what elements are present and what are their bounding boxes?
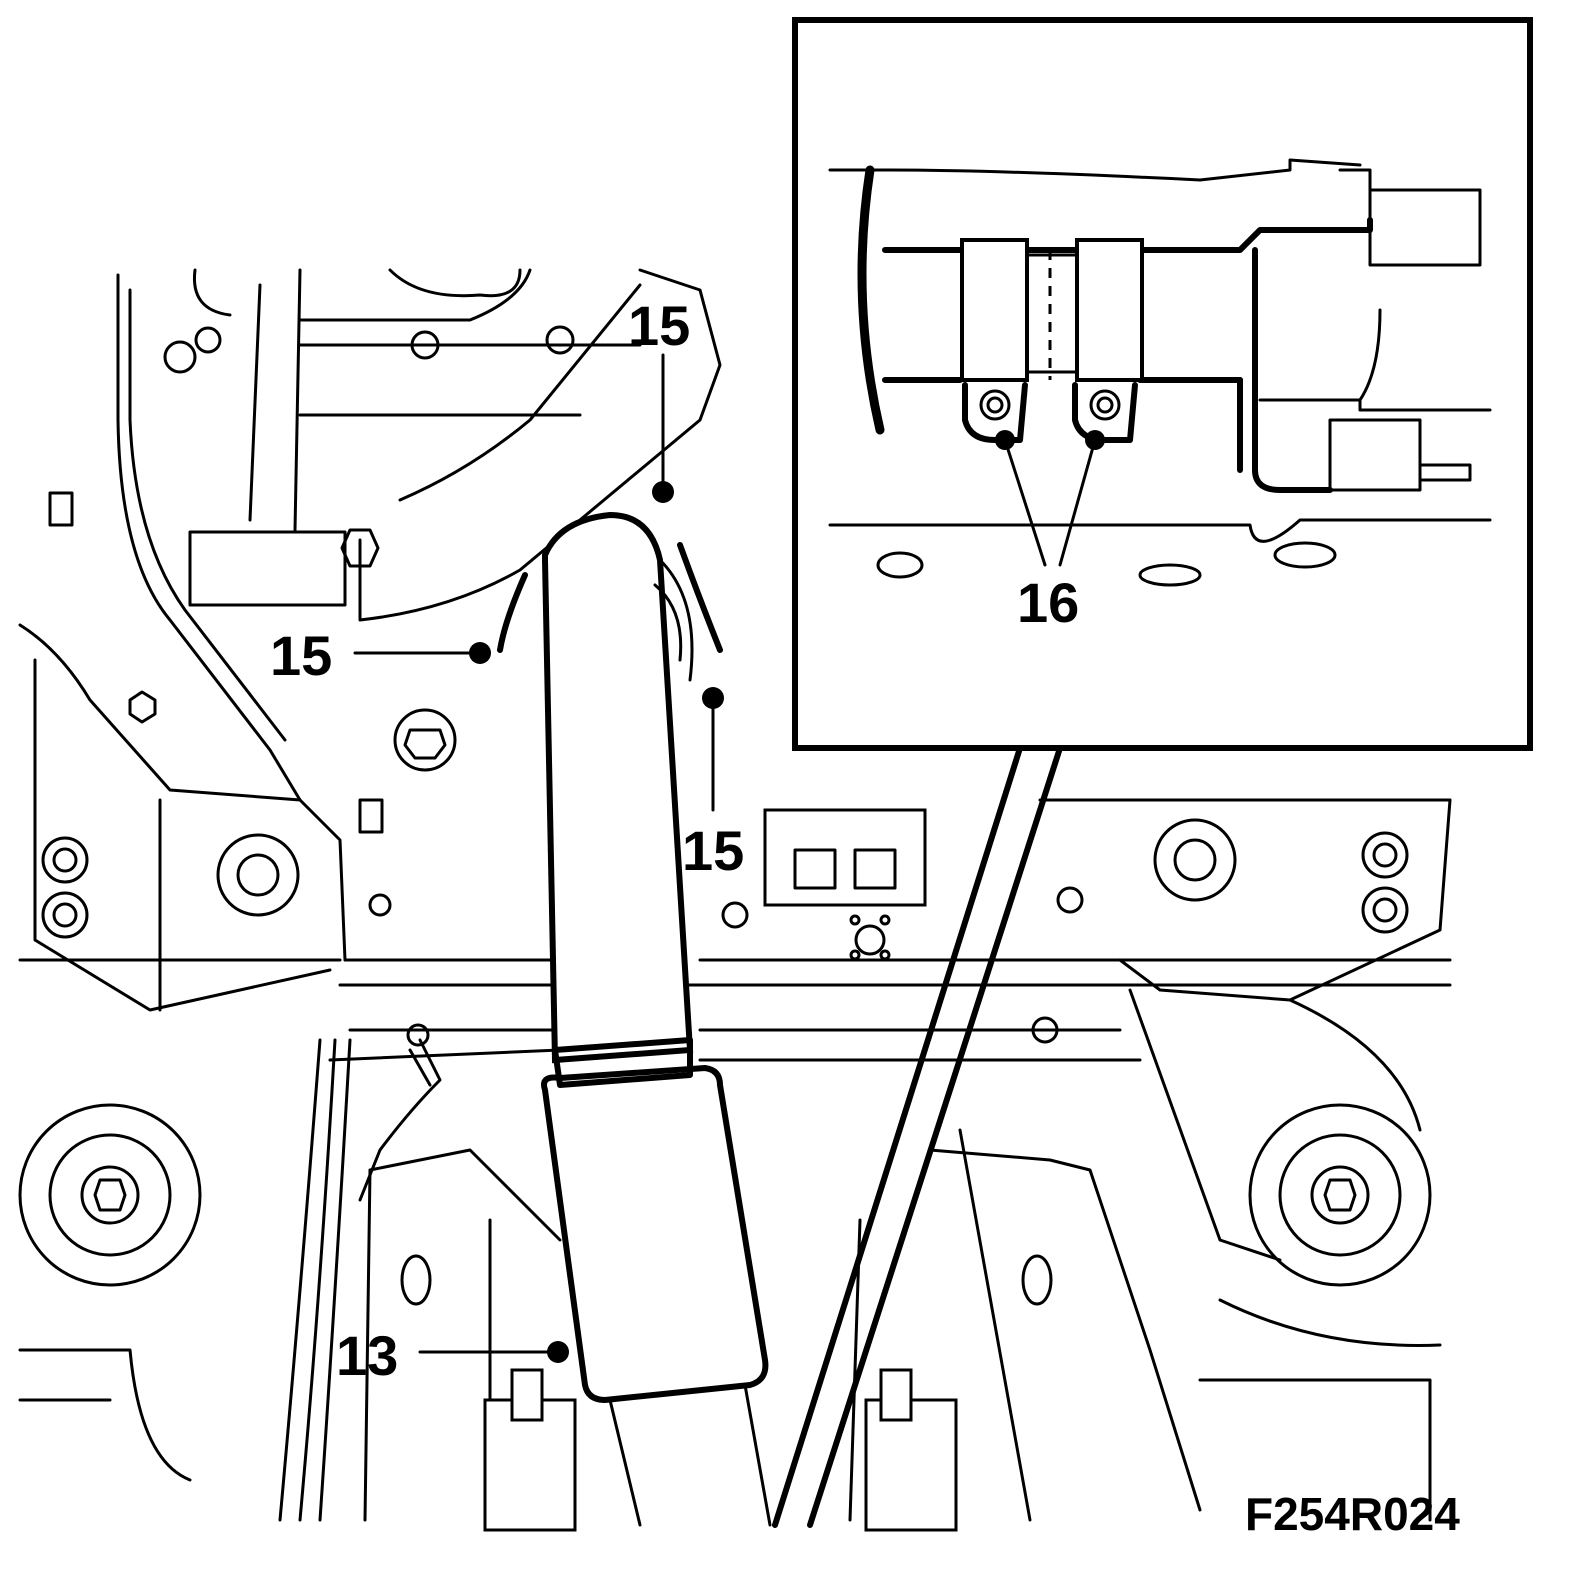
callout-15-top: 15 (628, 294, 690, 357)
callout-16: 16 (1017, 571, 1079, 634)
exhaust-pipe (497, 511, 772, 1527)
chassis-line-art (18, 268, 1452, 1532)
leader-lines (353, 353, 724, 1363)
callout-labels: 15 15 15 13 16 F254R024 (270, 294, 1460, 1540)
callout-13: 13 (336, 1324, 398, 1387)
callout-15-right: 15 (682, 819, 744, 882)
detail-inset (772, 17, 1533, 1528)
callout-15-left: 15 (270, 624, 332, 687)
fastener-bolts (18, 325, 1432, 1287)
figure-id: F254R024 (1245, 1488, 1460, 1540)
